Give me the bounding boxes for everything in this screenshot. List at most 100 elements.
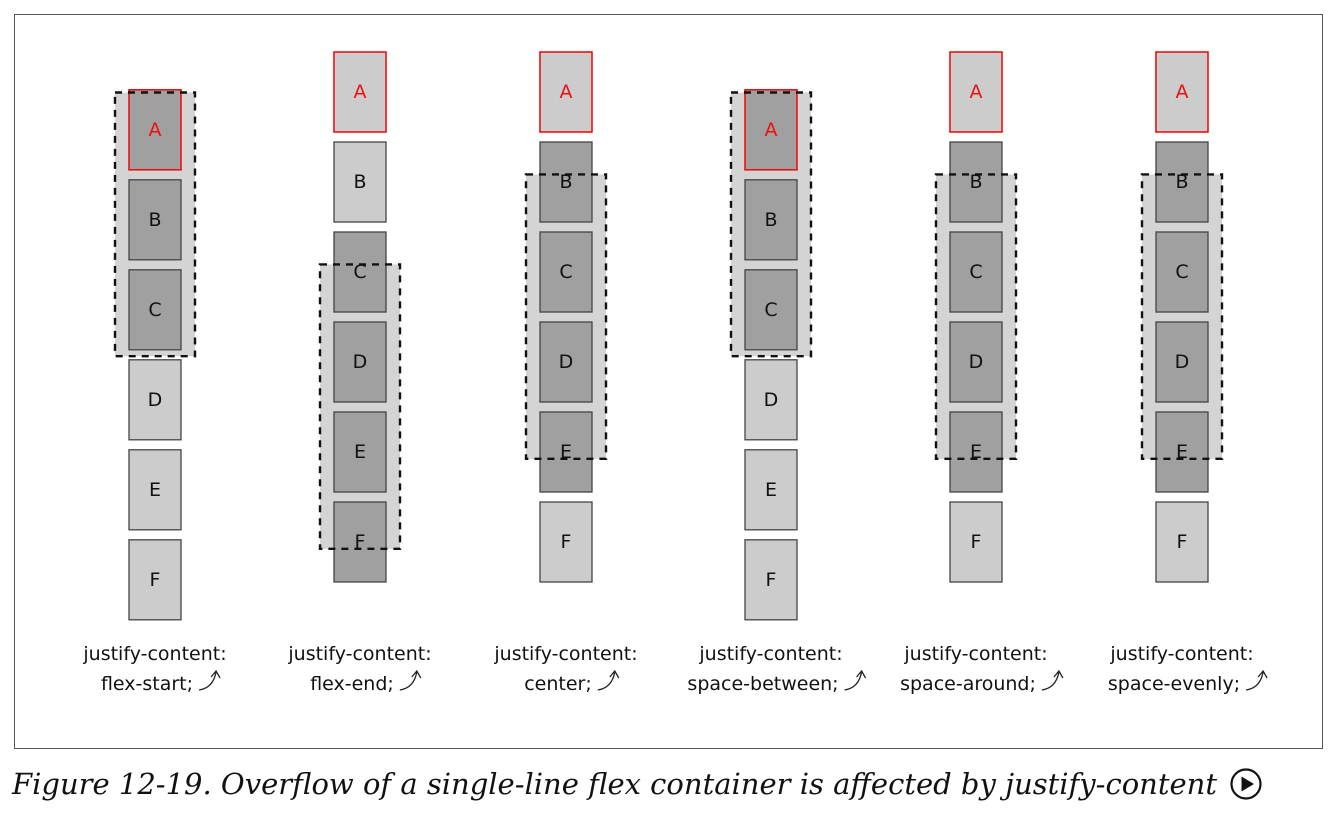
flex-item-label-f: F (150, 569, 161, 591)
flex-item-label-e: E (1176, 441, 1188, 463)
flex-item-b (539, 141, 593, 223)
flex-item-b (744, 179, 798, 261)
flex-item-d (539, 321, 593, 403)
flex-item-label-c: C (764, 299, 777, 321)
flex-item-a (1155, 51, 1209, 133)
flex-item-label-e: E (970, 441, 982, 463)
flex-item-label-f: F (971, 531, 982, 553)
flex-item-label-f: F (355, 531, 366, 553)
flex-item-label-b: B (353, 171, 366, 193)
diagram-caption-line-2: space-around; (900, 673, 1036, 695)
flex-item-label-a: A (970, 81, 983, 103)
flex-item-d (1155, 321, 1209, 403)
flex-item-f (128, 539, 182, 621)
flex-container-border-flex-end (318, 263, 402, 550)
flex-container-border-flex-start (113, 91, 197, 358)
flex-item-a (744, 89, 798, 171)
diagram-caption-line-1: justify-content: (698, 643, 842, 665)
flex-item-a (539, 51, 593, 133)
diagram-caption-line-1: justify-content: (493, 643, 637, 665)
diagram-caption-line-2: space-evenly; (1108, 673, 1240, 695)
flex-item-label-b: B (764, 209, 777, 231)
flex-item-f (1155, 501, 1209, 583)
flex-item-e (1155, 411, 1209, 493)
line-continuation-arrow-icon (844, 669, 867, 691)
flex-item-label-c: C (969, 261, 982, 283)
flex-item-label-d: D (559, 351, 574, 373)
flex-item-e (333, 411, 387, 493)
flex-item-e (128, 449, 182, 531)
flex-container-border-space-around (934, 173, 1018, 460)
flex-item-label-b: B (1175, 171, 1188, 193)
flex-item-label-d: D (969, 351, 984, 373)
flex-item-e (949, 411, 1003, 493)
flex-item-label-f: F (766, 569, 777, 591)
flex-item-d (128, 359, 182, 441)
flex-item-c (744, 269, 798, 351)
line-continuation-arrow-icon (597, 669, 620, 691)
diagram-caption-line-2: flex-end; (310, 673, 394, 695)
flex-item-e (744, 449, 798, 531)
flex-item-c (333, 231, 387, 313)
flex-item-f (539, 501, 593, 583)
flex-item-d (949, 321, 1003, 403)
line-continuation-arrow-icon (198, 669, 221, 691)
flex-item-label-a: A (149, 119, 162, 141)
flex-item-a (333, 51, 387, 133)
flex-item-label-d: D (764, 389, 779, 411)
flex-item-label-e: E (354, 441, 366, 463)
flex-item-c (539, 231, 593, 313)
diagram-caption-line-2: center; (524, 673, 592, 695)
flex-item-f (949, 501, 1003, 583)
flex-item-c (128, 269, 182, 351)
diagram-caption-line-1: justify-content: (1109, 643, 1253, 665)
flex-item-label-b: B (148, 209, 161, 231)
flex-item-a (949, 51, 1003, 133)
flex-item-c (949, 231, 1003, 313)
flex-item-label-e: E (149, 479, 161, 501)
flex-item-e (539, 411, 593, 493)
flex-item-label-f: F (1177, 531, 1188, 553)
flex-item-label-c: C (1175, 261, 1188, 283)
flex-item-label-b: B (969, 171, 982, 193)
flex-item-label-c: C (148, 299, 161, 321)
flex-item-b (949, 141, 1003, 223)
diagram-caption-line-1: justify-content: (903, 643, 1047, 665)
figure-caption-text: Figure 12-19. Overflow of a single-line … (12, 767, 1218, 801)
flex-item-f (744, 539, 798, 621)
figure-caption: Figure 12-19. Overflow of a single-line … (12, 762, 1322, 806)
flex-item-label-a: A (1176, 81, 1189, 103)
diagram-caption-line-2: space-between; (687, 673, 838, 695)
flex-container-border-center (524, 173, 608, 460)
flex-container-border-space-between (729, 91, 813, 358)
flex-item-label-a: A (765, 119, 778, 141)
play-circle-icon[interactable] (1229, 767, 1263, 801)
flex-item-label-d: D (148, 389, 163, 411)
flex-item-label-a: A (354, 81, 367, 103)
flex-item-label-d: D (353, 351, 368, 373)
line-continuation-arrow-icon (399, 669, 422, 691)
flex-item-label-e: E (560, 441, 572, 463)
flex-item-label-b: B (559, 171, 572, 193)
flex-container-border-space-evenly (1140, 173, 1224, 460)
flex-item-label-c: C (559, 261, 572, 283)
flex-item-label-d: D (1175, 351, 1190, 373)
flex-item-f (333, 501, 387, 583)
flex-item-d (333, 321, 387, 403)
flex-item-b (128, 179, 182, 261)
diagram-caption-line-2: flex-start; (101, 673, 193, 695)
flex-item-label-e: E (765, 479, 777, 501)
flex-item-b (333, 141, 387, 223)
flex-item-d (744, 359, 798, 441)
line-continuation-arrow-icon (1245, 669, 1268, 691)
figure-frame (14, 14, 1323, 749)
flex-item-label-a: A (560, 81, 573, 103)
diagram-caption-line-1: justify-content: (82, 643, 226, 665)
